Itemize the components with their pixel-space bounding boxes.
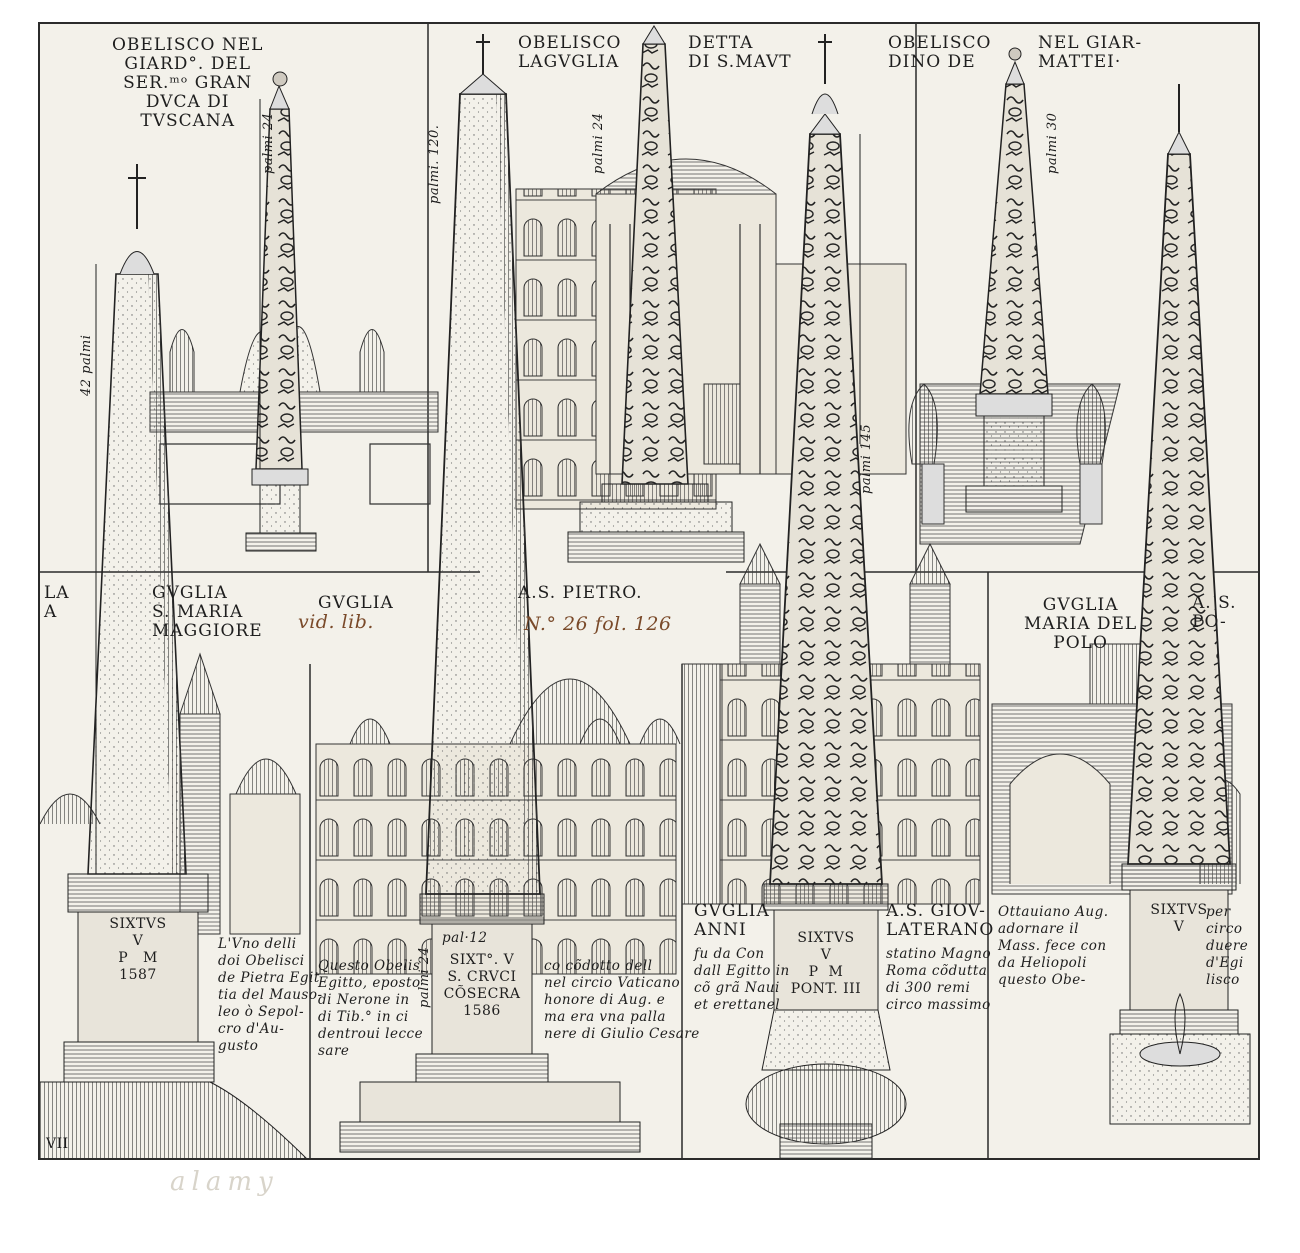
mattei-title-right: NEL GIAR- MATTEI· (1038, 33, 1143, 72)
laterano-title-left: GVGLIA ANNI (694, 901, 770, 940)
santa-maria-scale-label: 42 palmi (79, 334, 94, 396)
laterano-caption-left: fu da Con dall Egitto in cõ grã Naui et … (694, 946, 790, 1013)
laterano-scale-label: palmi 145 (859, 423, 874, 494)
laterano-obelisk (745, 34, 907, 1158)
popolo-caption-right: per circo duere d'Egi lisco (1206, 904, 1249, 988)
popolo-obelisk (1109, 84, 1251, 1125)
san-pietro-pal12: pal·12 (442, 930, 488, 946)
maut-scale-label: palmi 24 (591, 112, 606, 174)
popolo-base-inscription: SIXTVS V (1150, 902, 1208, 935)
laterano-caption-right: statino Magno Roma cõdutta di 300 remi c… (886, 946, 992, 1013)
santa-maria-caption: L'Vno delli doi Obelisci de Pietra Egit … (218, 936, 323, 1054)
handwritten-note-vid-lib: vid. lib. (298, 611, 374, 633)
plate-number: VII (46, 1136, 69, 1152)
mattei-title-left: OBELISCO DINO DE (888, 33, 992, 72)
laterano-base-inscription: SIXTVS V P M PONT. III (790, 930, 862, 997)
san-pietro-scale-top: palmi. 120. (427, 124, 442, 204)
engraving-plate: OBELISCO NEL GIARD°. DEL SER.ᵐᵒ GRAN DVC… (38, 22, 1260, 1160)
tuscany-title: OBELISCO NEL GIARD°. DEL SER.ᵐᵒ GRAN DVC… (112, 35, 264, 131)
san-pietro-base-inscription: SIXT°. V S. CRVCI CÕSECRA 1586 (443, 952, 521, 1019)
laterano-title-right: A.S. GIOV- LATERANO (886, 901, 995, 940)
san-pietro-caption-left: Questo Obelis Egitto, eposto di Nerone i… (318, 958, 424, 1059)
maut-title-left: OBELISCO LAGVGLIA (518, 33, 622, 72)
mattei-obelisk (965, 47, 1063, 513)
san-pietro-obelisk (339, 34, 641, 1153)
san-pietro-title-right: A.S. PIETRO. (518, 583, 643, 603)
popolo-title-left: GVGLIA MARIA DEL POLO (1024, 595, 1138, 653)
mattei-scale-label: palmi 30 (1045, 112, 1060, 174)
watermark-text: alamy (170, 1167, 279, 1197)
tuscany-obelisk (245, 71, 317, 552)
san-pietro-title-left: GVGLIA (318, 593, 394, 613)
san-pietro-caption-right: co cõdotto dell nel circio Vaticano hono… (544, 958, 700, 1042)
engraving-artwork (40, 24, 1258, 1158)
handwritten-note-folio: N.° 26 fol. 126 (524, 613, 672, 635)
sheet-margin (0, 1205, 1300, 1253)
santa-maria-title-la: LA A (44, 583, 70, 622)
popolo-title-right: A. S. PO- (1192, 593, 1237, 632)
maut-obelisk (567, 25, 745, 563)
maut-title-right: DETTA DI S.MAVT (688, 33, 792, 72)
santa-maria-obelisk (40, 164, 307, 1158)
tuscany-scale-label: palmi 24 (261, 112, 276, 174)
santa-maria-title: GVGLIA S. MARIA MAGGIORE (152, 583, 263, 641)
popolo-caption-left: Ottauiano Aug. adornare il Mass. fece co… (998, 904, 1109, 988)
santa-maria-base-inscription: SIXTVS V P M 1587 (109, 916, 167, 983)
